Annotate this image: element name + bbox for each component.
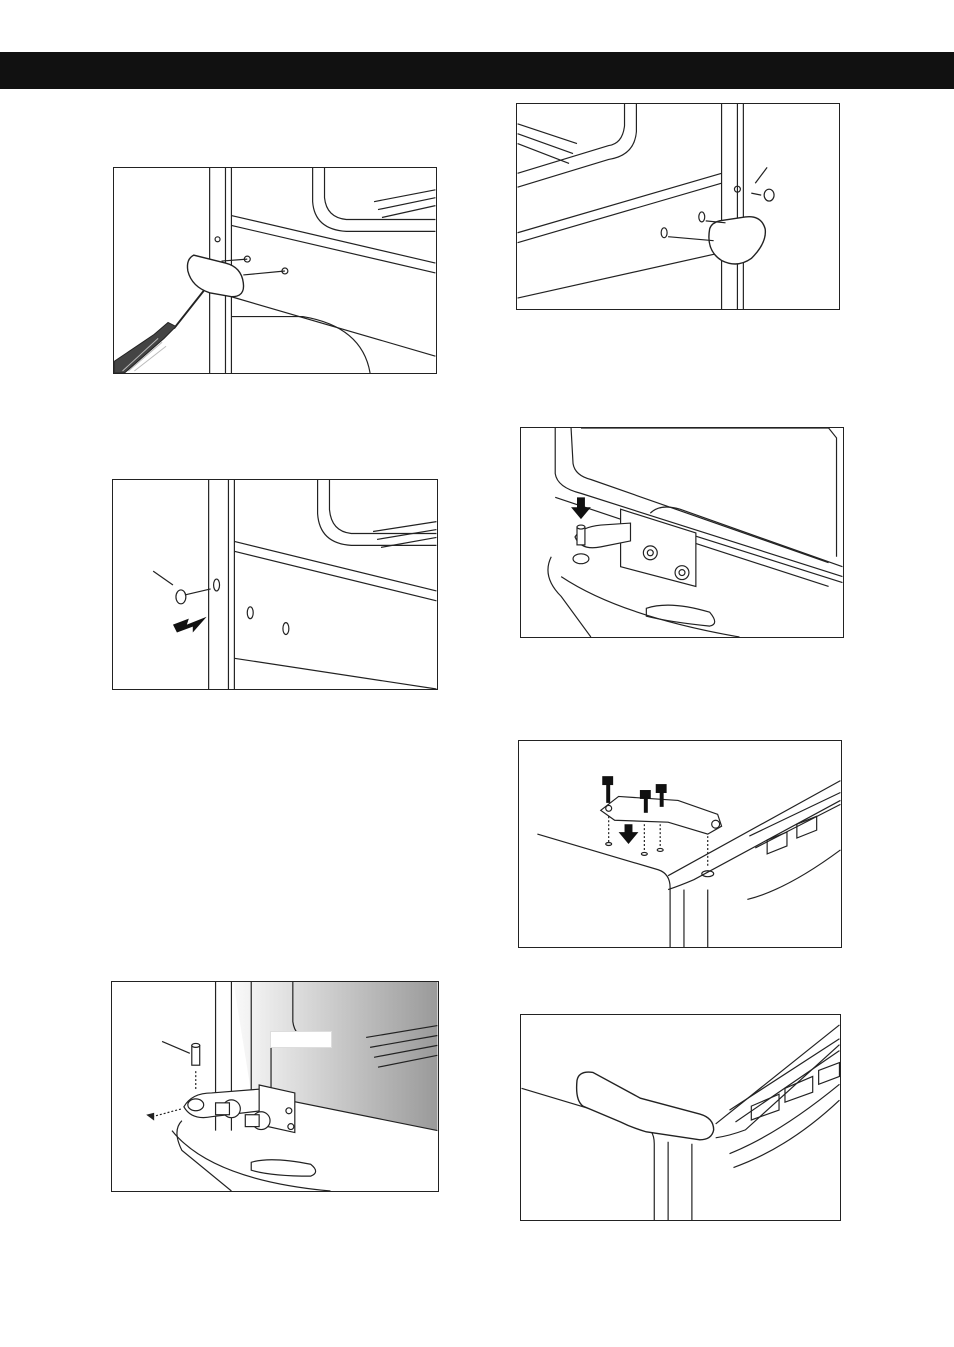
illustration-hinge-bracket	[112, 982, 438, 1191]
figure-hinge-bracket-closeup	[111, 981, 439, 1192]
figure-top-hinge-cover	[520, 1014, 841, 1221]
section-header-bar	[0, 52, 954, 89]
illustration-door-pin	[521, 428, 843, 637]
figure-door-pin-down	[520, 427, 844, 638]
figure-remove-screw-arrow	[112, 479, 438, 690]
illustration-screw-removal	[113, 480, 437, 689]
figure-top-hinge-screws	[518, 740, 842, 948]
figure-remove-hinge-cover	[113, 167, 437, 374]
illustration-top-hinge-cover	[521, 1015, 840, 1220]
illustration-hinge-cover-install	[517, 104, 839, 309]
illustration-screwdriver-hinge-cover	[114, 168, 436, 373]
figure-install-hinge-cover	[516, 103, 840, 310]
illustration-top-hinge-install	[519, 741, 841, 947]
hinge-bracket-callout-label	[270, 1031, 332, 1048]
